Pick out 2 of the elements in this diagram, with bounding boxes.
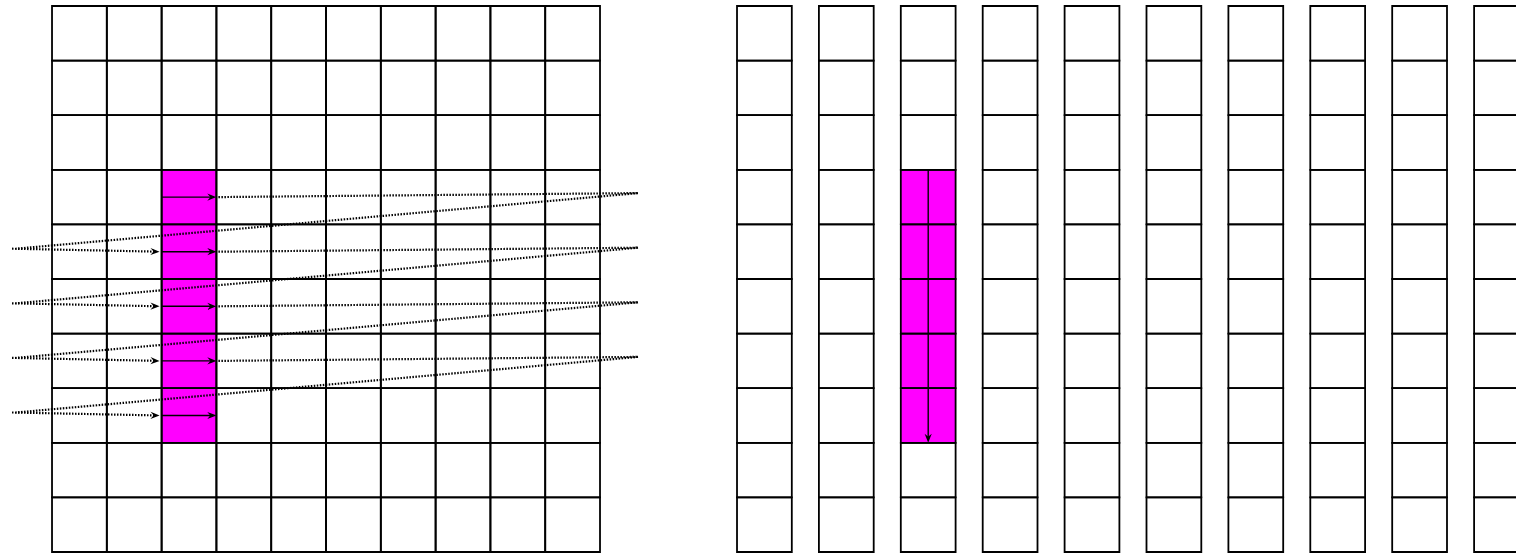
grid-drawing — [51, 5, 601, 553]
column-grid-drawing — [736, 5, 1516, 553]
